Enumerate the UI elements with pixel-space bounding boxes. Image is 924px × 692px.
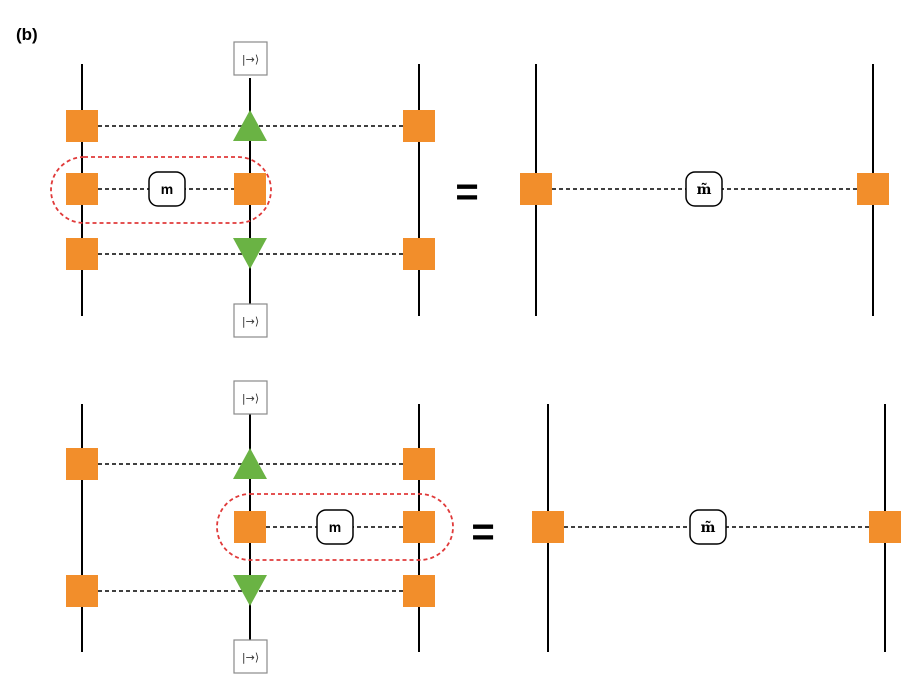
operator-label: m̃ <box>697 181 712 198</box>
projector-triangle-down <box>233 575 267 606</box>
tensor <box>403 511 435 543</box>
highlight-outline <box>50 156 272 224</box>
operator-label: m <box>161 181 173 197</box>
ket-label-bottom: |→⟩ <box>242 651 259 664</box>
tensor <box>234 511 266 543</box>
operator-box <box>316 509 354 545</box>
tensor <box>66 575 98 607</box>
ket-box-top <box>233 41 268 76</box>
projector-triangle-up <box>233 110 267 141</box>
tensor <box>869 511 901 543</box>
row-top-lhs: m |→⟩ |→⟩ <box>50 41 435 338</box>
ket-box-bottom <box>233 639 268 674</box>
operator-label: m̃ <box>701 519 716 536</box>
tensor <box>66 173 98 205</box>
ket-label-top: |→⟩ <box>242 392 259 405</box>
row-bottom-lhs: m |→⟩ |→⟩ <box>66 380 454 674</box>
tensor <box>66 238 98 270</box>
ket-box-bottom <box>233 303 268 338</box>
tensor <box>66 448 98 480</box>
equals-sign: = <box>471 510 494 554</box>
operator-box <box>148 171 186 207</box>
tensor <box>532 511 564 543</box>
tensor <box>403 448 435 480</box>
operator-box <box>689 509 727 545</box>
ket-box-top <box>233 380 268 415</box>
row-top-rhs: m̃ <box>520 64 889 316</box>
row-bottom-rhs: m̃ <box>532 404 901 652</box>
equals-sign: = <box>455 170 478 214</box>
tensor <box>66 110 98 142</box>
ket-label-bottom: |→⟩ <box>242 315 259 328</box>
tensor <box>520 173 552 205</box>
highlight-outline <box>216 493 454 561</box>
row-bottom: m |→⟩ |→⟩ = m̃ <box>66 380 901 674</box>
tensor <box>234 173 266 205</box>
panel-label: (b) <box>16 25 38 44</box>
tensor <box>403 110 435 142</box>
projector-triangle-up <box>233 448 267 479</box>
tensor <box>403 238 435 270</box>
tensor <box>857 173 889 205</box>
projector-triangle-down <box>233 238 267 269</box>
ket-label-top: |→⟩ <box>242 53 259 66</box>
operator-box <box>685 171 723 207</box>
row-top: m |→⟩ |→⟩ = m̃ <box>50 41 889 338</box>
operator-label: m <box>329 519 341 535</box>
tensor <box>403 575 435 607</box>
